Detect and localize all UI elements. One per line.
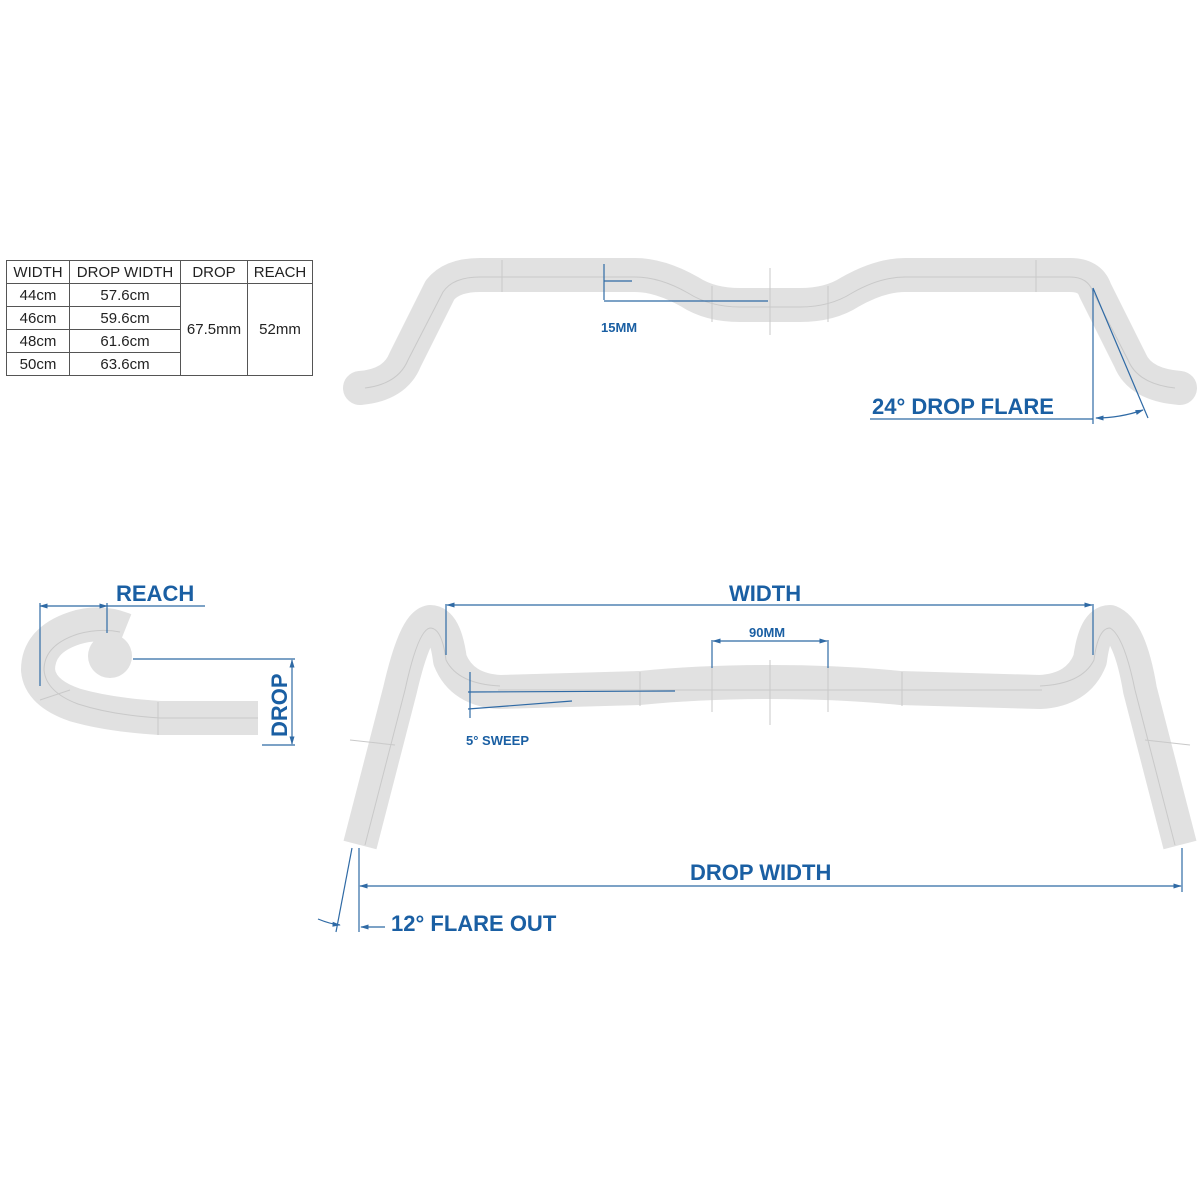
rise-label: 15MM <box>601 320 637 335</box>
clamp-dimension: 90MM <box>711 625 829 668</box>
front-view-handlebar <box>343 258 1197 405</box>
table-row: 48cm 61.6cm <box>6 329 313 353</box>
reach-label: REACH <box>116 581 194 606</box>
flare-out-label: 12° FLARE OUT <box>391 911 557 936</box>
table-row: 50cm 63.6cm <box>6 352 313 376</box>
top-view-handlebar <box>343 605 1197 850</box>
side-view-handlebar <box>21 607 258 735</box>
table-row: 44cm 57.6cm 67.5mm 52mm <box>6 283 313 376</box>
header-width: WIDTH <box>6 260 70 284</box>
drop-flare-dimension: 24° DROP FLARE <box>870 287 1149 424</box>
drop-dimension: DROP <box>133 658 295 746</box>
width-dimension: WIDTH <box>445 581 1094 655</box>
drop-label: DROP <box>267 673 292 737</box>
cell-drop-width: 61.6cm <box>69 329 181 353</box>
clamp-label: 90MM <box>749 625 785 640</box>
flare-out-dimension: 12° FLARE OUT <box>317 847 557 936</box>
drop-width-label: DROP WIDTH <box>690 860 831 885</box>
header-reach: REACH <box>247 260 313 284</box>
sweep-dimension: 5° SWEEP <box>466 672 676 748</box>
cell-reach: 52mm <box>247 283 313 376</box>
drop-flare-label: 24° DROP FLARE <box>872 394 1054 419</box>
cell-drop: 67.5mm <box>180 283 248 376</box>
sweep-label: 5° SWEEP <box>466 733 529 748</box>
cell-width: 46cm <box>6 306 70 330</box>
spec-table-header: WIDTH DROP WIDTH DROP REACH <box>6 260 313 284</box>
drop-width-dimension: DROP WIDTH <box>358 848 1183 932</box>
cell-drop-width: 63.6cm <box>69 352 181 376</box>
cell-drop-width: 59.6cm <box>69 306 181 330</box>
spec-table: WIDTH DROP WIDTH DROP REACH 44cm 57.6cm … <box>6 260 313 376</box>
cell-width: 48cm <box>6 329 70 353</box>
table-row: 46cm 59.6cm <box>6 306 313 330</box>
reach-dimension: REACH <box>39 581 205 686</box>
width-label: WIDTH <box>729 581 801 606</box>
rise-dimension: 15MM <box>601 264 768 335</box>
header-drop-width: DROP WIDTH <box>69 260 181 284</box>
